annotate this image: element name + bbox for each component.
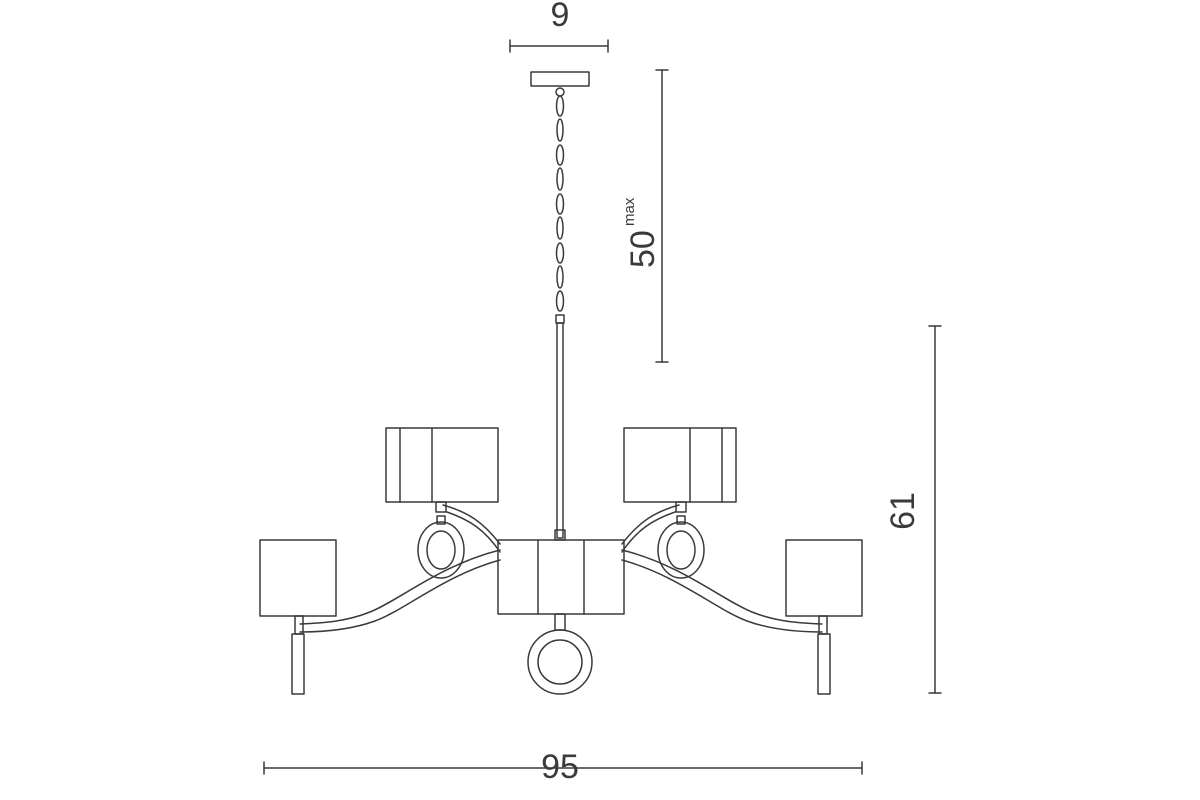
chain	[555, 87, 565, 324]
shade-center	[497, 539, 625, 615]
ring-ornament-center	[527, 613, 593, 695]
shade-upper-right	[623, 427, 737, 513]
ring-ornament-left	[417, 515, 465, 579]
curved-arms	[299, 504, 823, 633]
height-label: 61	[884, 492, 922, 530]
shade-outer-right	[785, 539, 863, 695]
stem-rod	[554, 322, 566, 541]
drop-length-suffix: max	[621, 197, 638, 226]
shade-outer-left	[259, 539, 337, 695]
dimension-height	[928, 325, 942, 694]
dimension-width	[263, 761, 863, 775]
shade-upper-left	[385, 427, 499, 513]
width-label: 95	[541, 748, 579, 786]
ceiling-canopy	[530, 71, 590, 87]
ring-ornament-right	[657, 515, 705, 579]
dimension-drop-length	[655, 69, 669, 363]
canopy-width-label: 9	[551, 0, 570, 34]
drop-length-label-group: 50 max	[621, 197, 662, 268]
drop-length-label: 50	[624, 230, 662, 268]
dimension-canopy-width	[509, 39, 609, 53]
